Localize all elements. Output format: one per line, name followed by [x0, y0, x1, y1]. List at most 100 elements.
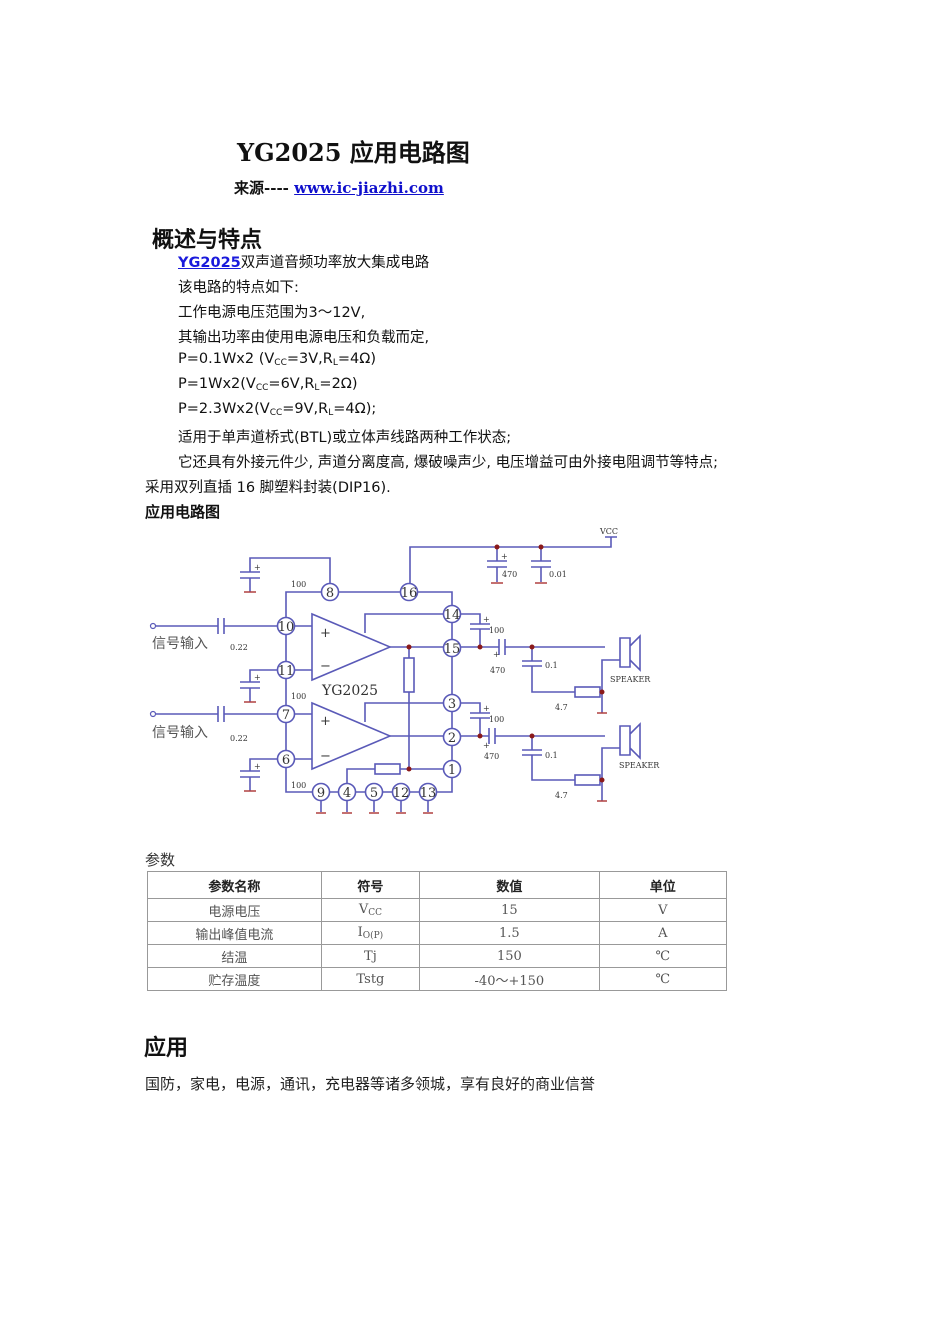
product-link[interactable]: YG2025 — [178, 255, 241, 271]
pin-2: 2 — [448, 731, 456, 746]
cap-label: 0.22 — [230, 734, 248, 743]
cell-value: 15 — [419, 898, 600, 922]
cell-name: 输出峰值电流 — [147, 921, 322, 945]
speaker-label: SPEAKER — [610, 675, 651, 684]
symbol-sub: O(P) — [362, 931, 384, 941]
polarity-plus: + — [493, 650, 500, 659]
page-title: YG2025 应用电路图 — [237, 138, 470, 167]
t: P=0.1Wx2 (V — [178, 351, 275, 367]
t: P=1Wx2(V — [178, 376, 256, 392]
cap-label: 100 — [291, 781, 306, 790]
cap-label: 0.01 — [549, 570, 567, 579]
speaker-label: SPEAKER — [619, 761, 660, 770]
pin-13: 13 — [420, 786, 437, 801]
cell-value: 150 — [419, 944, 600, 968]
cap-label: 100 — [489, 715, 504, 724]
resistor-label: 4.7 — [555, 703, 568, 712]
plus-sign: + — [320, 714, 331, 729]
symbol: I — [357, 925, 363, 940]
cap-label: 100 — [291, 580, 306, 589]
cell-unit: ℃ — [598, 967, 728, 991]
pin-5: 5 — [370, 786, 378, 801]
cap-label: 0.1 — [545, 751, 558, 760]
cap-label: 470 — [484, 752, 499, 761]
t: =6V,R — [268, 376, 315, 392]
t: =4Ω); — [333, 401, 377, 417]
application-text: 国防，家电，电源，通讯，充电器等诸多领城，享有良好的商业信誉 — [145, 1075, 596, 1093]
pin-4: 4 — [343, 786, 351, 801]
input-label: 信号输入 — [152, 725, 208, 741]
t: L — [332, 358, 338, 368]
resistor-label: 4.7 — [555, 791, 568, 800]
pin-3: 3 — [448, 697, 456, 712]
source-line: 来源---- www.ic-jiazhi.com — [234, 177, 444, 198]
pin-14: 14 — [444, 608, 461, 623]
t: =3V,R — [286, 351, 333, 367]
t: =2Ω) — [319, 376, 358, 392]
table-header-row: 参数名称 符号 数值 单位 — [147, 871, 728, 899]
application-heading: 应用 — [144, 1036, 189, 1061]
minus-sign: − — [320, 659, 331, 674]
pin-12: 12 — [393, 786, 410, 801]
overview-line: 采用双列直插 16 脚塑料封装(DIP16). — [145, 480, 391, 496]
overview-heading: 概述与特点 — [152, 228, 263, 253]
cell-unit: A — [598, 921, 728, 945]
polarity-plus: + — [483, 741, 490, 750]
polarity-plus: + — [483, 704, 490, 713]
cell-symbol: Tj — [320, 944, 421, 968]
overview-line: 适用于单声道桥式(BTL)或立体声线路两种工作状态; — [178, 430, 512, 446]
overview-line: 该电路的特点如下: — [178, 280, 299, 296]
cap-label: 470 — [502, 570, 517, 579]
input-label: 信号输入 — [152, 636, 208, 652]
minus-sign: − — [320, 749, 331, 764]
params-label: 参数 — [145, 851, 176, 869]
cap-label: 470 — [490, 666, 505, 675]
source-link[interactable]: www.ic-jiazhi.com — [294, 179, 444, 197]
cell-symbol: IO(P) — [320, 921, 421, 945]
cell-name: 贮存温度 — [147, 967, 322, 991]
cap-label: 100 — [489, 626, 504, 635]
pin-1: 1 — [448, 763, 456, 778]
cell-value: 1.5 — [419, 921, 600, 945]
column-header: 单位 — [598, 871, 728, 899]
t: L — [314, 383, 320, 393]
chip-label: YG2025 — [321, 683, 378, 699]
circuit-diagram: 8 16 10 11 7 6 14 15 3 2 1 9 4 5 12 13 +… — [149, 527, 660, 814]
overview-line: 其输出功率由使用电源电压和负载而定, — [178, 330, 430, 346]
pin-9: 9 — [317, 786, 325, 801]
column-header: 参数名称 — [147, 871, 322, 899]
cap-label: 0.22 — [230, 643, 248, 652]
overview-line: YG2025双声道音频功率放大集成电路 — [178, 251, 429, 272]
overview-line: 工作电源电压范围为3～12V, — [178, 305, 366, 321]
overview-text: 双声道音频功率放大集成电路 — [240, 255, 430, 271]
symbol: V — [358, 902, 369, 917]
t: CC — [255, 383, 269, 393]
cell-unit: ℃ — [598, 944, 728, 968]
pin-15: 15 — [444, 642, 461, 657]
pin-7: 7 — [282, 708, 290, 723]
t: CC — [269, 408, 283, 418]
polarity-plus: + — [254, 762, 261, 771]
cell-unit: V — [598, 898, 728, 922]
column-header: 符号 — [320, 871, 421, 899]
polarity-plus: + — [483, 615, 490, 624]
source-label: 来源---- — [234, 179, 289, 197]
pin-6: 6 — [282, 753, 290, 768]
t: =4Ω) — [337, 351, 376, 367]
cap-label: 100 — [291, 692, 306, 701]
cell-symbol: VCC — [320, 898, 421, 922]
overview-line: P=0.1Wx2 (VCC=3V,RL=4Ω) — [178, 351, 376, 368]
pin-8: 8 — [326, 586, 334, 601]
vcc-label: VCC — [599, 527, 618, 536]
plus-sign: + — [320, 626, 331, 641]
table-row: 电源电压 VCC 15 V — [147, 898, 728, 922]
overview-line: P=1Wx2(VCC=6V,RL=2Ω) — [178, 376, 358, 393]
t: =9V,R — [282, 401, 329, 417]
column-header: 数值 — [419, 871, 600, 899]
overview-line: 它还具有外接元件少, 声道分离度高, 爆破噪声少, 电压增益可由外接电阻调节等特… — [178, 455, 719, 471]
cell-name: 电源电压 — [147, 898, 322, 922]
t: P=2.3Wx2(V — [178, 401, 270, 417]
table-row: 贮存温度 Tstg -40～+150 ℃ — [147, 967, 728, 991]
pin-16: 16 — [401, 586, 418, 601]
